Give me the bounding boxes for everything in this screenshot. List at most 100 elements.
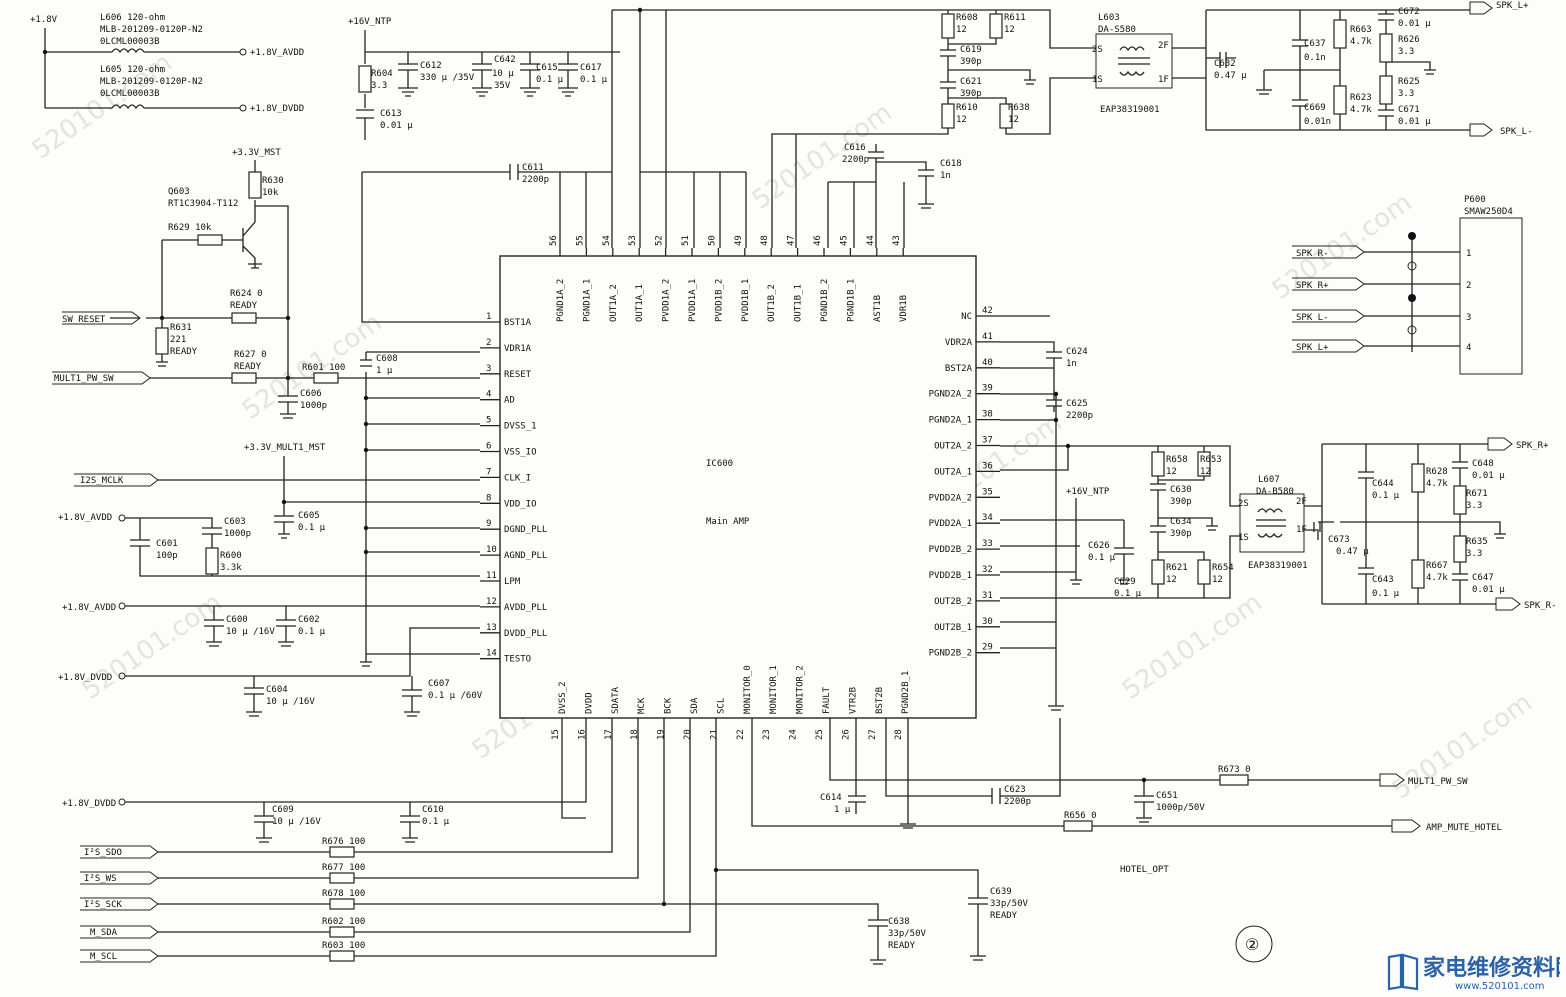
r623-ref: R623 xyxy=(1350,93,1372,103)
c608-ref: C608 xyxy=(376,354,398,364)
c612-ref: C612 xyxy=(420,61,442,71)
ic-pin-name: AGND_PLL xyxy=(504,551,547,561)
r676-ref: R676 100 xyxy=(322,837,365,847)
ic-pin-number: 53 xyxy=(628,235,638,246)
port-sw-reset: SW_RESET xyxy=(62,315,106,325)
ic-pin-number: 33 xyxy=(982,539,993,549)
c642-val: 10 μ xyxy=(492,69,514,79)
c601-val: 100p xyxy=(156,551,178,561)
ic-pin-name: DGND_PLL xyxy=(504,525,547,535)
l603-pin-1s: 1S xyxy=(1092,75,1103,85)
r610-ref: R610 xyxy=(956,103,978,113)
c671-val: 0.01 μ xyxy=(1398,117,1431,127)
ic-pin-name: PGND2A_2 xyxy=(929,390,972,400)
r630-body xyxy=(248,171,262,199)
ic-pin-number: 4 xyxy=(486,390,491,400)
ic-pin-name: MCK xyxy=(637,697,647,714)
ic-pin-name: OUT1A_2 xyxy=(609,284,619,322)
ic-pin-number: 13 xyxy=(486,623,497,633)
ic-pin-name: OUT2A_2 xyxy=(934,442,972,452)
ic-pin-number: 49 xyxy=(734,235,744,246)
site-logo: 家电维修资料网 www.520101.com xyxy=(1387,953,1560,992)
r671-ref: R671 xyxy=(1466,489,1488,499)
ic-pin-name: VDR1A xyxy=(504,344,532,354)
r654-body xyxy=(1197,559,1211,585)
figure-number-circle xyxy=(1235,925,1273,963)
l607-pin-2s: 2S xyxy=(1238,499,1249,509)
ic-pin-number: 11 xyxy=(486,571,497,581)
r604-val: 3.3 xyxy=(371,81,387,91)
l603-pin-1f: 1F xyxy=(1158,75,1169,85)
r631-val2: READY xyxy=(170,347,198,357)
ic-pin-number: 34 xyxy=(982,513,993,523)
c604-val: 10 μ /16V xyxy=(266,697,315,707)
port-spk-l-plus: SPK_L+ xyxy=(1296,343,1329,353)
ic-pin-number: 39 xyxy=(982,384,993,394)
ic-pin-name: MONITOR_1 xyxy=(769,665,779,714)
ic-pin-name: PVDD2A_1 xyxy=(929,519,972,529)
p600-ref: P600 xyxy=(1464,195,1486,205)
ic-pin-number: 2 xyxy=(486,338,491,348)
ic-pin-number: 16 xyxy=(577,729,587,740)
q603-part: RT1C3904-T112 xyxy=(168,199,238,209)
ferrite-section: +1.8V L606 120-ohm MLB-201209-0120P-N2 0… xyxy=(30,13,304,114)
r623-val: 4.7k xyxy=(1350,105,1372,115)
net-label-16v-2: +16V_NTP xyxy=(1066,487,1110,497)
c673-ref: C673 xyxy=(1328,535,1350,545)
ic-pin-number: 24 xyxy=(789,729,799,740)
ic-pin-name: PVDD1A_2 xyxy=(662,279,672,322)
net-label-v18: +1.8V xyxy=(30,15,58,25)
ic-pin-number: 55 xyxy=(575,235,585,246)
ic-pin-name: VTR2B xyxy=(848,687,858,714)
r631-body xyxy=(155,327,169,355)
l603-ref: L603 xyxy=(1098,13,1120,23)
r611-body xyxy=(989,13,1003,39)
p600-pin-2: 2 xyxy=(1466,281,1471,291)
r678-ref: R678 100 xyxy=(322,889,365,899)
left-ground-rail xyxy=(360,372,480,667)
ic-pin-name: FAULT xyxy=(822,686,832,714)
l607-part: DA-B580 xyxy=(1256,487,1294,497)
r677-body xyxy=(329,872,355,884)
ic-pin-name: BST1A xyxy=(504,318,532,328)
port-spk-l-minus-top: SPK_L- xyxy=(1500,127,1533,137)
r601-ref: R601 100 xyxy=(302,363,345,373)
c608-val: 1 μ xyxy=(376,366,393,376)
ic-pin-name: PGND2B_2 xyxy=(929,649,972,659)
ic-pin-name: OUT2B_2 xyxy=(934,597,972,607)
net-label-avdd-3: +1.8V_AVDD xyxy=(62,603,116,613)
ic-pin-name: PVDD2B_2 xyxy=(929,545,972,555)
c611-ref: C611 xyxy=(522,163,544,173)
c625-ref: C625 xyxy=(1066,399,1088,409)
ic-pin-number: 31 xyxy=(982,591,993,601)
ic-pin-number: 35 xyxy=(982,487,993,497)
p600-part: SMAW250D4 xyxy=(1464,207,1513,217)
r625-ref: R625 xyxy=(1398,77,1420,87)
c651-ref: C651 xyxy=(1156,791,1178,801)
port-m-sda: M_SDA xyxy=(90,928,118,938)
r677-ref: R677 100 xyxy=(322,863,365,873)
c606-val: 1000p xyxy=(300,401,327,411)
c604-ref: C604 xyxy=(266,685,288,695)
c605-ref: C605 xyxy=(298,511,320,521)
r654-ref: R654 xyxy=(1212,563,1234,573)
r621-body xyxy=(1151,559,1165,585)
ic-pin-name: SDATA xyxy=(611,686,621,714)
l605-code: 0LCML00003B xyxy=(100,89,160,99)
ic-ref: IC600 xyxy=(706,459,733,469)
port-m-scl: M_SCL xyxy=(90,952,117,962)
c630-val: 390p xyxy=(1170,497,1192,507)
port-i2s-ws: I²S_WS xyxy=(84,874,117,884)
r627-body xyxy=(231,372,257,384)
l603-part: DA-S580 xyxy=(1098,25,1136,35)
c610-ref: C610 xyxy=(422,805,444,815)
p600-body xyxy=(1459,217,1523,375)
ic-pin-number: 42 xyxy=(982,306,993,316)
c614-ref: C614 xyxy=(820,793,842,803)
c634-val: 390p xyxy=(1170,529,1192,539)
l607-body xyxy=(1239,493,1305,553)
reset-transistor-section: +3.3V_MST R630 10k Q603 RT1C3904-T112 R6… xyxy=(52,148,480,419)
ic-pin-number: 20 xyxy=(683,729,693,740)
c632-ref: C632 xyxy=(1214,59,1236,69)
ic-pin-number: 47 xyxy=(787,235,797,246)
